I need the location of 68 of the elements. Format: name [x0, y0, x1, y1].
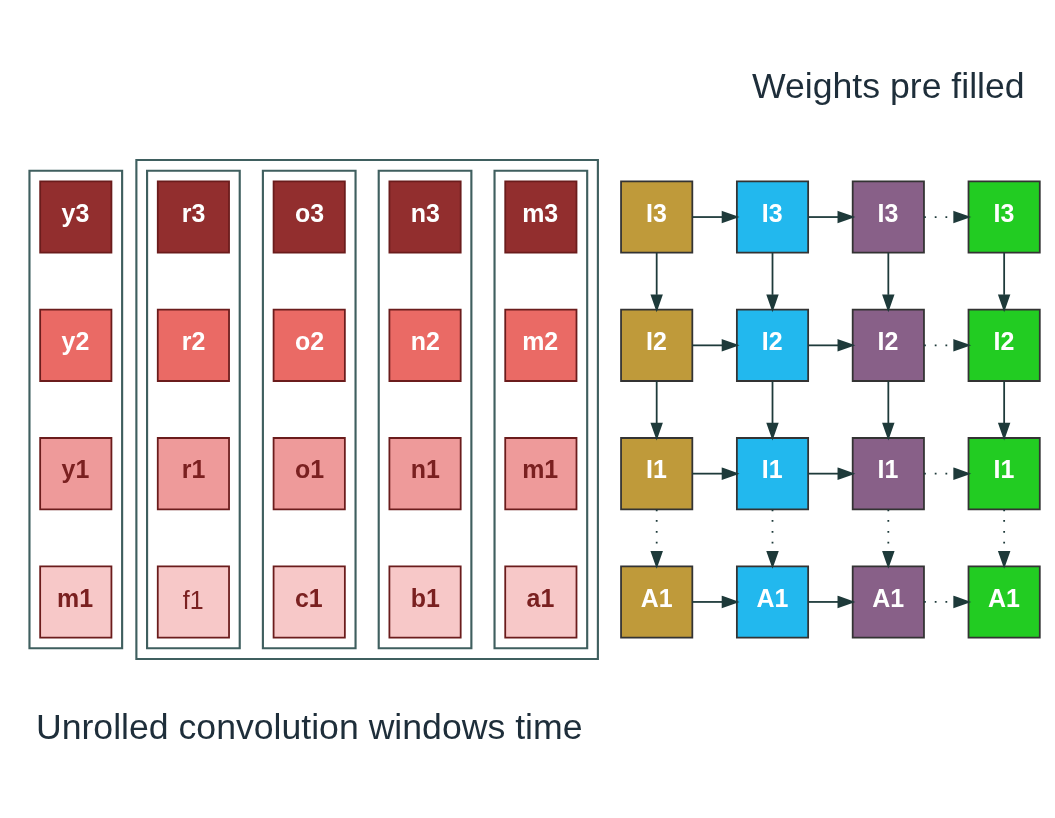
node-box: c1 — [272, 564, 346, 638]
node-box: I2 — [851, 308, 925, 382]
arrow — [807, 338, 856, 352]
node-box: I3 — [620, 180, 694, 254]
node-box: r1 — [156, 436, 230, 510]
node-box: m2 — [504, 308, 578, 382]
cluster — [146, 169, 241, 649]
node-box: A1 — [967, 564, 1041, 638]
node-box: r3 — [156, 180, 230, 254]
cluster — [377, 169, 473, 649]
node-box: n2 — [388, 308, 462, 382]
node-box: o1 — [272, 436, 346, 510]
cluster — [28, 169, 124, 649]
arrow — [650, 251, 663, 312]
node-box: n3 — [388, 180, 462, 254]
node-box: A1 — [620, 564, 694, 638]
node-box: o3 — [272, 180, 346, 254]
node-box: I2 — [736, 308, 810, 382]
node-box: f1 — [156, 564, 230, 638]
arrow — [882, 508, 895, 569]
node-box: y3 — [39, 180, 113, 254]
arrow — [807, 210, 856, 223]
arrow — [882, 251, 895, 312]
node-box: y1 — [39, 436, 113, 510]
cluster — [135, 158, 599, 660]
arrow — [650, 508, 663, 569]
node-box: A1 — [851, 564, 925, 638]
arrow — [807, 466, 856, 480]
node-box: I1 — [620, 436, 694, 510]
arrow — [997, 379, 1011, 441]
node-box: I3 — [851, 180, 925, 254]
arrow — [997, 251, 1011, 312]
arrow — [997, 508, 1011, 569]
arrow — [807, 595, 856, 608]
node-box: I1 — [851, 436, 925, 510]
arrow — [882, 379, 895, 441]
node-box: b1 — [388, 564, 462, 638]
node-box: I3 — [736, 180, 810, 254]
node-box: m1 — [504, 436, 578, 510]
node-box: y2 — [39, 308, 113, 382]
arrow — [923, 338, 972, 352]
arrow — [691, 595, 740, 608]
cluster — [261, 169, 357, 649]
node-box: I2 — [620, 308, 694, 382]
node-box: I3 — [967, 180, 1041, 254]
cluster — [493, 169, 589, 649]
node-box: n1 — [388, 436, 462, 510]
label: Weights pre filled — [752, 65, 1025, 106]
node-box: I2 — [967, 308, 1041, 382]
node-box: a1 — [504, 564, 578, 638]
arrow — [923, 466, 972, 480]
node-box: A1 — [736, 564, 810, 638]
arrow — [766, 251, 779, 312]
arrow — [766, 379, 779, 441]
arrow — [923, 595, 972, 608]
arrow — [691, 338, 740, 352]
arrow — [691, 466, 740, 480]
arrow — [650, 379, 663, 441]
arrow — [691, 210, 740, 223]
node-box: I1 — [967, 436, 1041, 510]
node-box: r2 — [156, 308, 230, 382]
arrow — [923, 210, 972, 223]
label: Unrolled convolution windows time — [35, 706, 583, 747]
node-box: m3 — [504, 180, 578, 254]
node-box: o2 — [272, 308, 346, 382]
node-box: m1 — [39, 564, 113, 638]
arrow — [766, 508, 779, 569]
node-box: I1 — [736, 436, 810, 510]
